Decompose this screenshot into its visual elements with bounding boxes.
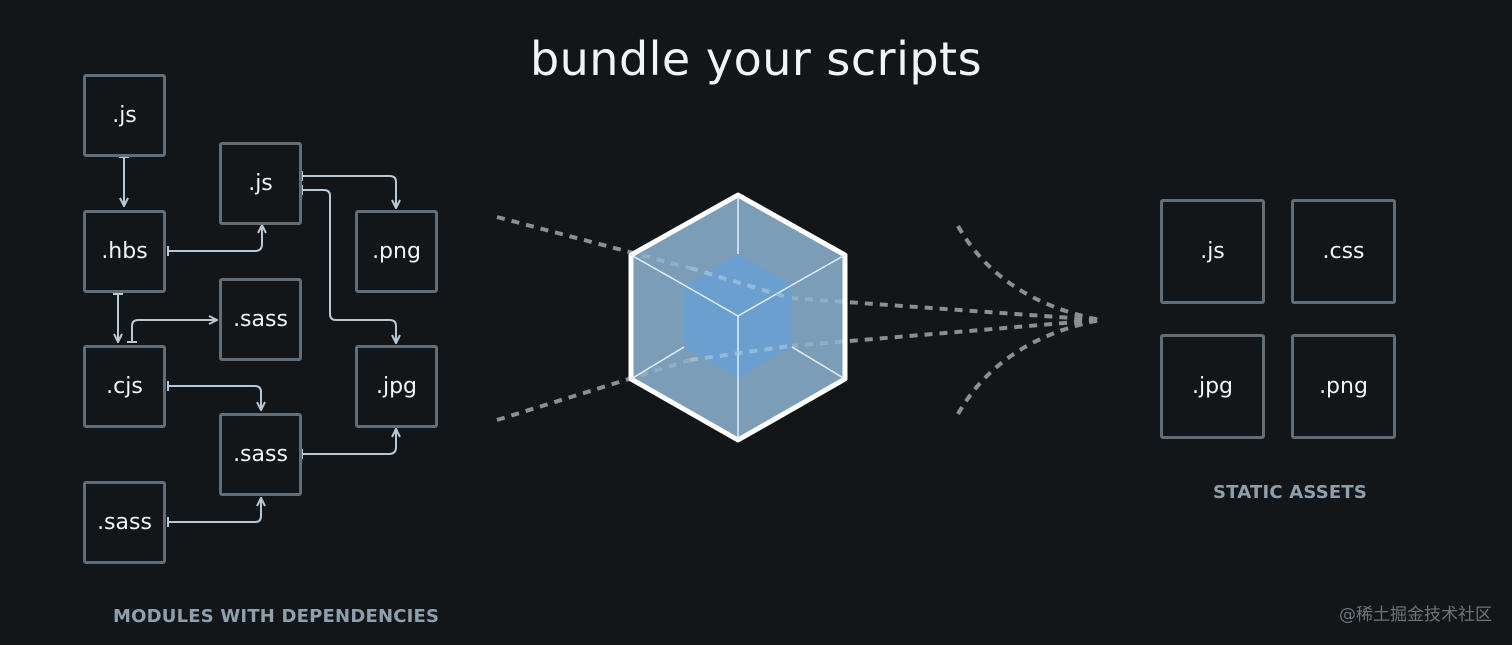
watermark: @稀土掘金技术社区: [1339, 605, 1492, 625]
module-cjs-box: .cjs: [83, 345, 166, 428]
arrow-sass-to-sass: [168, 499, 261, 523]
module-js-box: .js: [83, 74, 166, 157]
arrow-cjs-to-sass-lower: [168, 385, 261, 409]
arrow-js-to-jpg: [302, 189, 396, 342]
dotted-curve-top: [956, 225, 1101, 322]
module-sass-box: .sass: [219, 278, 302, 361]
module-png-box: .png: [355, 210, 438, 293]
modules-caption: MODULES WITH DEPENDENCIES: [113, 606, 440, 627]
arrow-js-to-png: [302, 175, 396, 207]
arrow-hbs-to-js: [168, 226, 262, 252]
module-sass-box-2: .sass: [219, 413, 302, 496]
webpack-cube-logo: [628, 192, 848, 443]
asset-css-box: .css: [1291, 199, 1396, 304]
arrow-sass-to-jpg: [302, 430, 396, 455]
module-hbs-box: .hbs: [83, 210, 166, 293]
dotted-curve-bottom: [956, 318, 1101, 415]
module-sass-box-3: .sass: [83, 481, 166, 564]
arrow-cjs-to-sass: [131, 320, 216, 342]
assets-caption: STATIC ASSETS: [1213, 482, 1368, 503]
module-js-box-2: .js: [219, 142, 302, 225]
asset-jpg-box: .jpg: [1160, 334, 1265, 439]
page-title: bundle your scripts: [529, 32, 983, 86]
asset-js-box: .js: [1160, 199, 1265, 304]
asset-png-box: .png: [1291, 334, 1396, 439]
module-jpg-box: .jpg: [355, 345, 438, 428]
